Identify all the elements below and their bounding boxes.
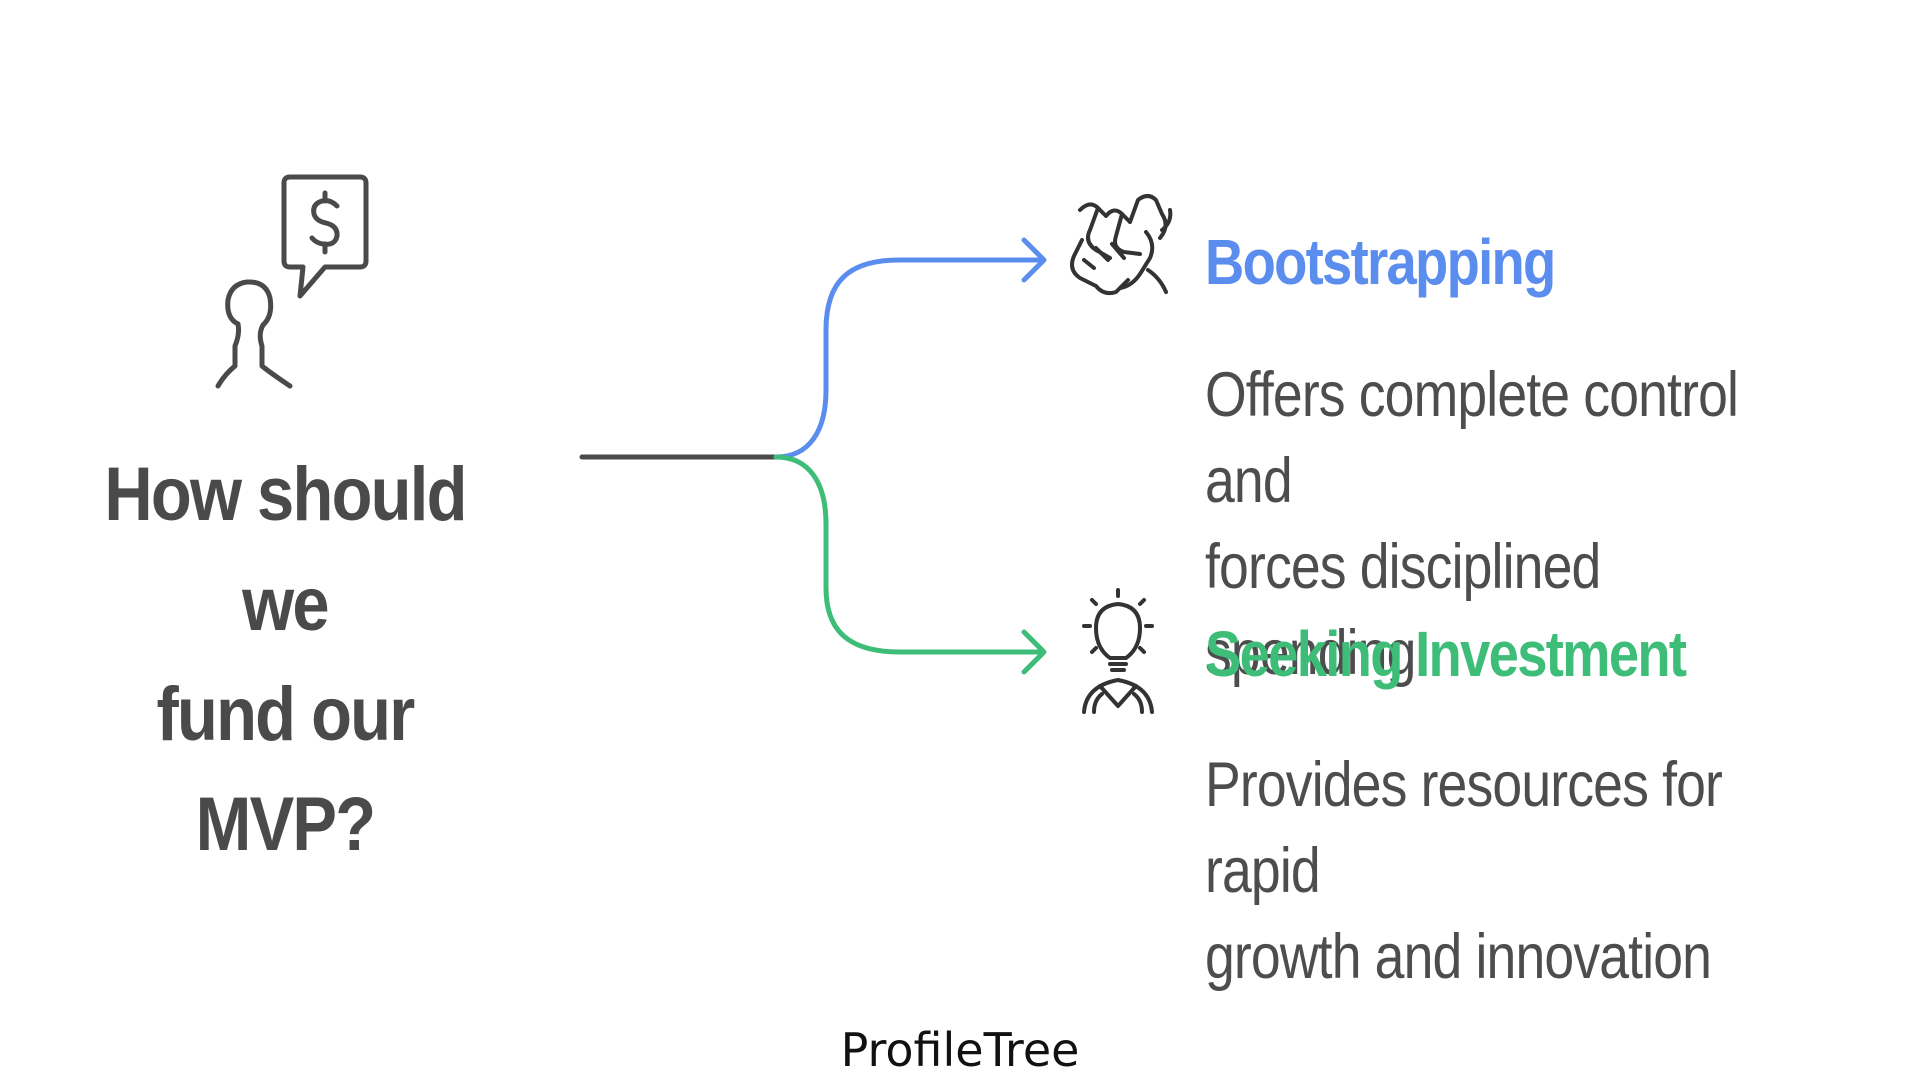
footer-brand: ProfileTree	[840, 1023, 1080, 1077]
option-description-line-2: forces disciplined spending	[1205, 532, 1601, 688]
lightbulb-person-icon	[1082, 588, 1154, 714]
option-description-line-1: Provides resources for rapid	[1205, 750, 1723, 906]
arrow-bootstrapping-icon	[1021, 237, 1047, 283]
branch-bootstrapping	[773, 257, 1043, 460]
branch-seeking-investment	[773, 454, 1043, 655]
question-line-1: How should we	[104, 452, 467, 647]
option-title-seeking-investment: Seeking Investment	[1205, 618, 1687, 690]
person-with-dollar-speech-bubble-icon	[215, 174, 369, 389]
option-description-bootstrapping: Offers complete control and forces disci…	[1205, 352, 1817, 696]
option-description-line-1: Offers complete control and	[1205, 360, 1739, 516]
shaking-hands-icon	[1070, 194, 1173, 296]
option-description-line-2: growth and innovation	[1205, 922, 1712, 992]
question-text: How should we fund our MVP?	[69, 440, 500, 880]
question-line-2: fund our MVP?	[156, 672, 415, 867]
option-description-seeking-investment: Provides resources for rapid growth and …	[1205, 742, 1817, 1000]
option-title-bootstrapping: Bootstrapping	[1205, 226, 1556, 298]
arrow-seeking-investment-icon	[1021, 629, 1047, 675]
